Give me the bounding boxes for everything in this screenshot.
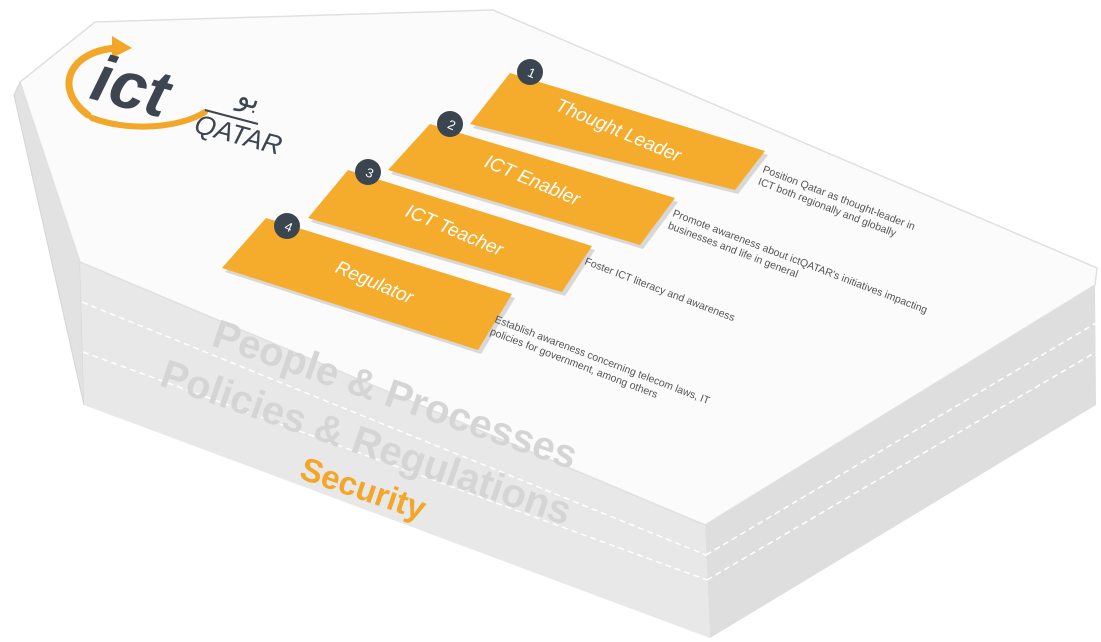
role-card-body [388, 124, 675, 245]
slab-front-face [80, 262, 710, 638]
logo-underline [204, 109, 259, 125]
role-number-badge [437, 111, 463, 137]
role-number-badge [355, 159, 381, 185]
layer-divider-4 [706, 351, 1097, 581]
slab-right-face [705, 285, 1096, 638]
logo-arrow-top-icon [112, 36, 132, 58]
logo-swoosh-bottom-icon [89, 109, 208, 130]
role-card-body [308, 170, 592, 292]
role-card-body [470, 73, 765, 190]
layer-divider-3 [705, 322, 1097, 556]
role-number-badge [517, 59, 543, 85]
layer-divider-2 [82, 351, 708, 581]
role-card-body [222, 218, 512, 350]
role-number-badge [274, 213, 300, 239]
layer-divider-1 [81, 301, 707, 556]
logo-swoosh-icon [65, 44, 122, 119]
